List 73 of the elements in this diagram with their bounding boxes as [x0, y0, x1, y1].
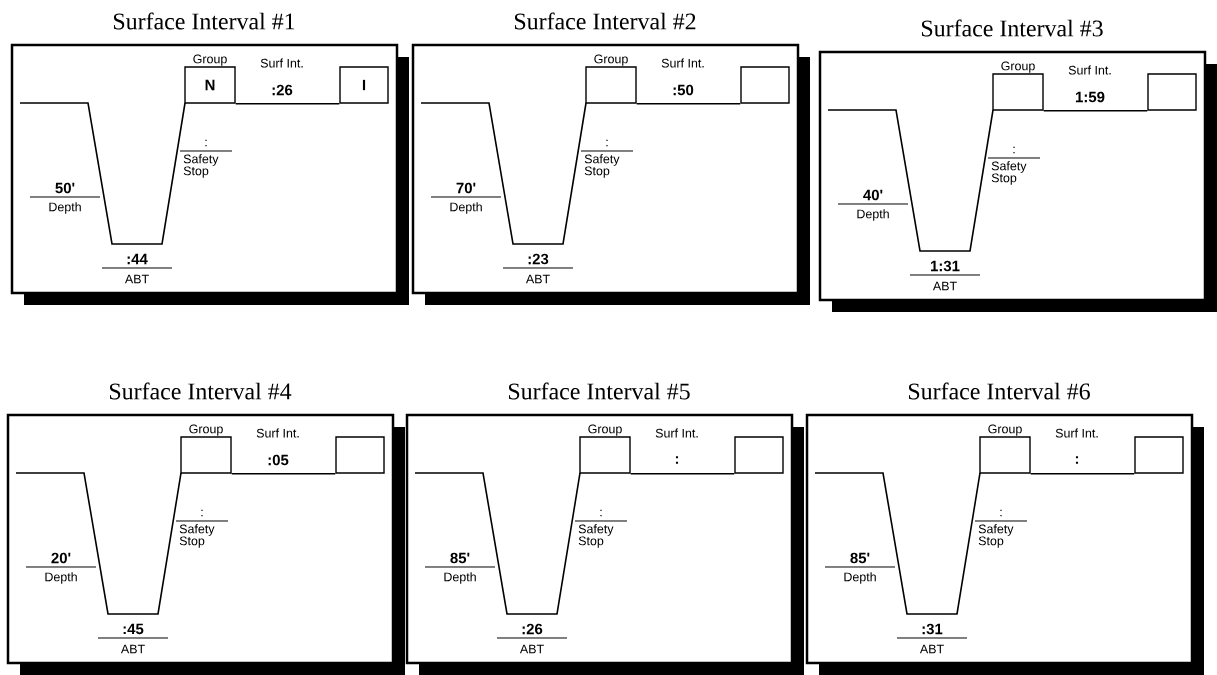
field-label: ABT [120, 644, 145, 654]
panel-title: Surface Interval #2 [515, 12, 696, 30]
profile-line [635, 102, 742, 105]
group-box: N [184, 66, 236, 104]
field-label: Depth [444, 572, 476, 584]
profile-line [230, 472, 337, 475]
group-box [335, 436, 385, 474]
field-label: Surf Int. [1068, 65, 1111, 75]
panel-title: Surface Interval #5 [509, 382, 690, 400]
panel-title: Surface Interval #1 [114, 12, 295, 30]
field-label: Depth [45, 572, 77, 584]
group-box: I [339, 66, 389, 104]
depth-value: 70' [456, 182, 476, 194]
field-label: Safety Stop [578, 524, 614, 548]
profile-line [1042, 109, 1149, 112]
field-label: ABT [919, 644, 944, 654]
field-label: Safety Stop [978, 524, 1014, 548]
time-value: :26 [522, 623, 543, 635]
field-label: ABT [519, 644, 544, 654]
field-label: Safety Stop [179, 524, 215, 548]
time-value: : [201, 509, 203, 517]
time-value: :23 [528, 253, 549, 265]
time-value: :44 [127, 253, 148, 265]
depth-value: 40' [863, 189, 883, 201]
group-box [1147, 73, 1197, 111]
time-value: : [205, 139, 207, 147]
field-label: Safety Stop [584, 154, 620, 178]
field-label: Group [594, 54, 628, 66]
field-label: Surf Int. [260, 58, 303, 68]
field-label: Safety Stop [991, 161, 1027, 185]
time-value: :31 [922, 623, 943, 635]
field-label: Surf Int. [256, 428, 299, 438]
group-box [1134, 436, 1184, 474]
panel-title: Surface Interval #4 [110, 382, 292, 400]
field-label: Depth [450, 202, 482, 214]
interval-value: :05 [268, 454, 289, 466]
field-label: ABT [124, 274, 149, 284]
depth-value: 85' [850, 552, 870, 564]
field-label: ABT [525, 274, 550, 284]
interval-value: : [1075, 456, 1079, 464]
field-label: Safety Stop [183, 154, 219, 178]
field-label: Depth [49, 202, 81, 214]
field-label: Group [193, 54, 227, 66]
time-value: 1:31 [931, 260, 960, 272]
time-value: : [600, 509, 602, 517]
field-label: Surf Int. [1055, 428, 1098, 438]
field-label: Surf Int. [661, 58, 704, 68]
interval-value: :26 [272, 84, 293, 96]
field-label: Surf Int. [655, 428, 698, 438]
depth-value: 20' [51, 552, 71, 564]
profile-line [234, 102, 341, 105]
interval-value: :50 [673, 84, 694, 96]
panel-title: Surface Interval #6 [909, 382, 1090, 400]
profile-line [629, 472, 736, 475]
depth-value: 50' [55, 182, 75, 194]
field-label: Group [588, 424, 622, 436]
group-box [740, 66, 790, 104]
interval-value: 1:59 [1076, 91, 1105, 103]
group-box [734, 436, 784, 474]
field-label: ABT [932, 281, 957, 291]
time-value: : [1013, 146, 1015, 154]
depth-value: 85' [450, 552, 470, 564]
time-value: : [606, 139, 608, 147]
time-value: :45 [123, 623, 144, 635]
field-label: Group [189, 424, 223, 436]
panel-title: Surface Interval #3 [922, 19, 1103, 37]
field-label: Group [1001, 61, 1035, 73]
field-label: Depth [844, 572, 876, 584]
profile-line [1029, 472, 1136, 475]
interval-value: : [675, 456, 679, 464]
field-label: Group [988, 424, 1022, 436]
time-value: : [1000, 509, 1002, 517]
field-label: Depth [857, 209, 889, 221]
